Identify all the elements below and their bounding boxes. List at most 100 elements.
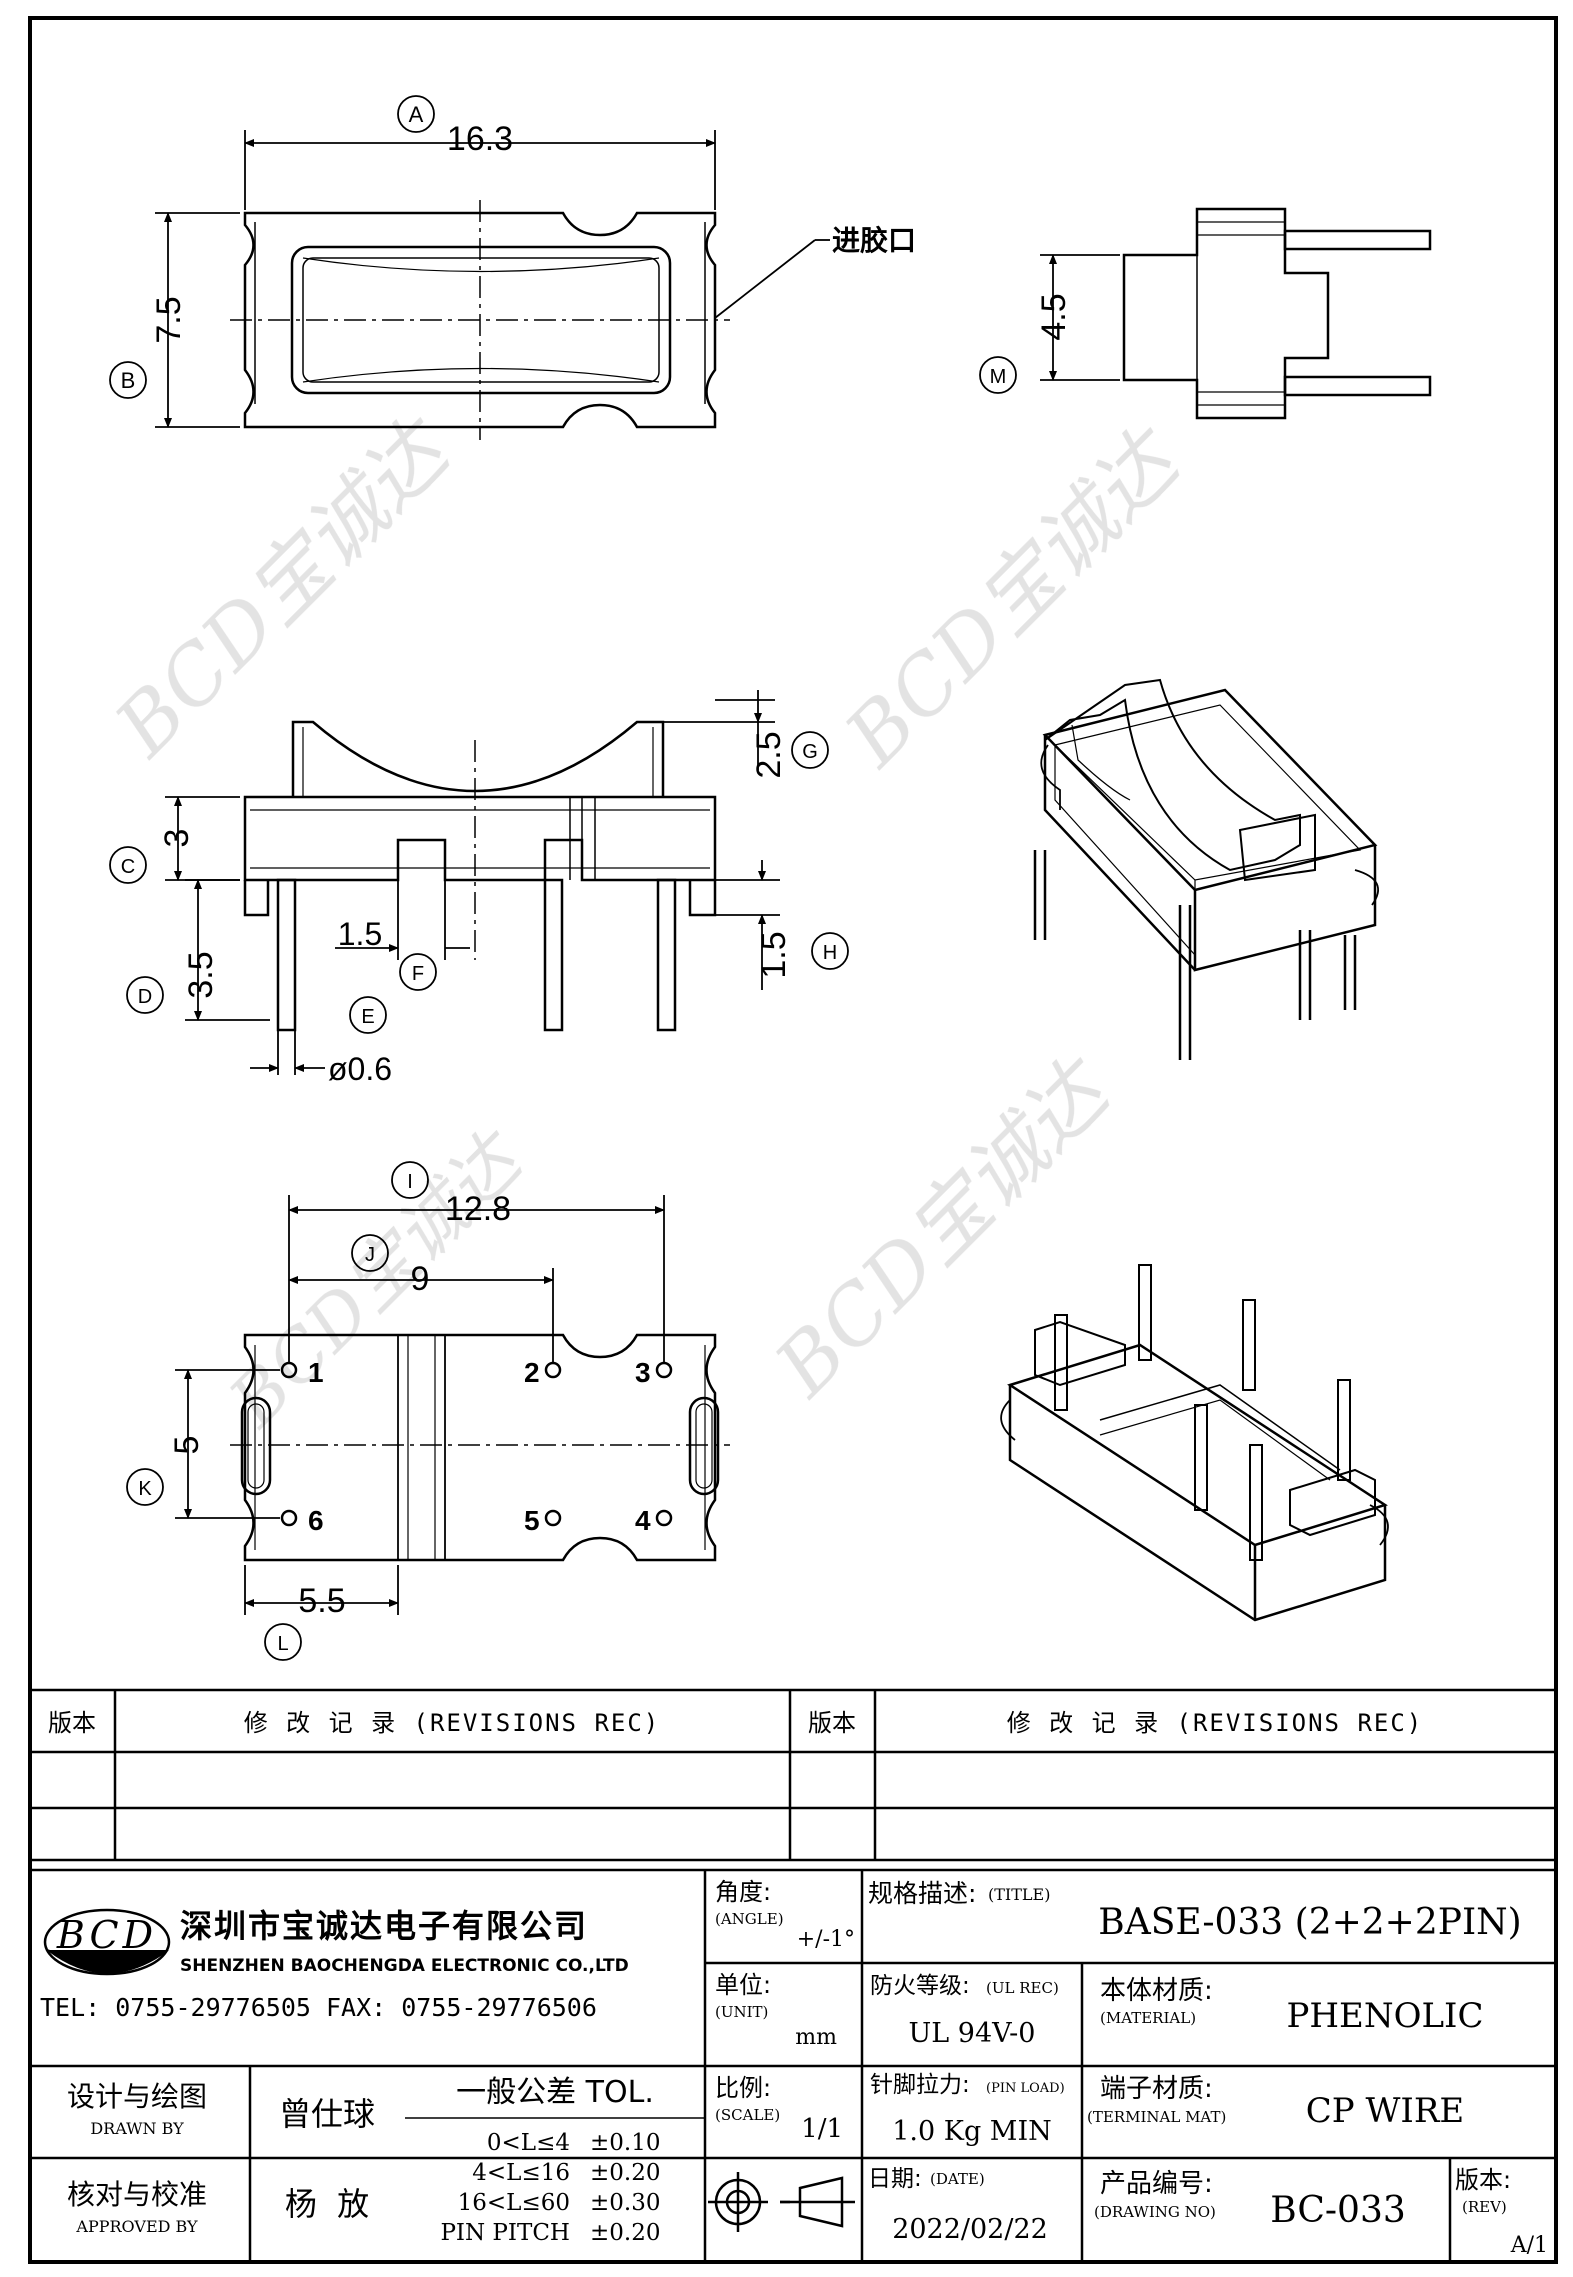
gate-leader <box>714 239 816 319</box>
pin-hole-3 <box>655 1361 673 1379</box>
pin-label-6: 6 <box>308 1505 324 1536</box>
title-label-en: (TITLE) <box>988 1885 1050 1904</box>
rev-rec-header-left: 修 改 记 录 (REVISIONS REC) <box>244 1709 661 1737</box>
unit-label: 单位: <box>715 1971 771 1999</box>
revision-table <box>28 1688 1558 1862</box>
svg-text:BCD宝诚达: BCD宝诚达 <box>826 410 1201 785</box>
approved-value: 杨 放 <box>285 2185 369 2223</box>
gate-note: 进胶口 <box>832 224 916 257</box>
dim-e-value: ø0.6 <box>328 1051 392 1087</box>
dim-c-value: 3 <box>158 829 196 848</box>
date-value: 2022/02/22 <box>892 2214 1048 2245</box>
pin-hole-4 <box>655 1509 673 1527</box>
pinload-value: 1.0 Kg MIN <box>892 2116 1052 2147</box>
bottom-view-slot-right <box>688 1396 720 1496</box>
drawn-label-en: DRAWN BY <box>90 2119 184 2138</box>
drawn-label: 设计与绘图 <box>67 2080 207 2113</box>
dim-b-letter: B <box>121 368 136 393</box>
dim-j-letter: J <box>365 1244 375 1266</box>
scale-label-en: (SCALE) <box>715 2106 780 2124</box>
top-view-outline <box>243 211 717 429</box>
rev-header-right: 版本 <box>808 1709 856 1737</box>
title-block-grid <box>28 1868 1558 2264</box>
angle-value: +/-1° <box>797 1927 855 1952</box>
svg-text:BCD宝诚达: BCD宝诚达 <box>756 1040 1131 1415</box>
date-label: 日期: <box>868 2166 922 2192</box>
terminal-label: 端子材质: <box>1100 2074 1213 2104</box>
tol-value-3: ±0.30 <box>590 2190 660 2216</box>
tol-range-4: PIN PITCH <box>440 2220 570 2246</box>
bottom-view-dimensions <box>126 1161 665 1661</box>
rev-label: 版本: <box>1455 2166 1511 2194</box>
date-label-en: (DATE) <box>930 2170 985 2188</box>
dim-m-value: 4.5 <box>1035 293 1073 340</box>
pin-label-4: 4 <box>635 1505 651 1536</box>
tol-value-4: ±0.20 <box>590 2220 660 2246</box>
dim-b-value: 7.5 <box>150 296 188 343</box>
drawing-label-en: (DRAWING NO) <box>1094 2203 1216 2221</box>
dim-a-value: 16.3 <box>447 120 513 158</box>
ul-label: 防火等级: <box>870 1973 970 1999</box>
drawn-value: 曾仕球 <box>279 2095 375 2133</box>
front-view-stub-right <box>688 880 717 917</box>
dim-c-letter: C <box>121 856 135 878</box>
bottom-view <box>230 1333 730 1562</box>
rev-value: A/1 <box>1510 2233 1548 2258</box>
front-view-dimensions <box>109 690 849 1075</box>
dim-k-letter: K <box>138 1478 152 1500</box>
side-view-pin-top <box>1283 229 1432 251</box>
ul-value: UL 94V-0 <box>909 2018 1036 2049</box>
unit-label-en: (UNIT) <box>715 2003 768 2021</box>
dim-m-letter: M <box>990 366 1007 388</box>
company-logo <box>43 1908 171 1976</box>
logo-text: BCD <box>56 1913 157 1957</box>
bottom-view-outline <box>243 1333 717 1562</box>
dim-d-letter: D <box>138 986 152 1008</box>
angle-label: 角度: <box>715 1878 771 1906</box>
dim-d-value: 3.5 <box>182 951 220 998</box>
dim-l-letter: L <box>277 1633 288 1655</box>
dim-a-letter: A <box>409 102 424 127</box>
company-name-en: SHENZHEN BAOCHENGDA ELECTRONIC CO.,LTD <box>180 1956 629 1976</box>
pinload-label: 针脚拉力: <box>870 2072 970 2098</box>
tol-value-2: ±0.20 <box>590 2160 660 2186</box>
front-view-stub-left <box>243 880 270 917</box>
tol-range-2: 4<L≤16 <box>472 2160 570 2186</box>
bottom-view-slot-left <box>240 1396 272 1496</box>
pin-hole-5 <box>544 1509 562 1527</box>
side-view <box>1122 207 1432 420</box>
pin-hole-2 <box>544 1361 562 1379</box>
scale-label: 比例: <box>715 2074 771 2102</box>
pin-label-3: 3 <box>635 1357 651 1388</box>
top-view-dimensions <box>109 95 830 428</box>
tol-range-3: 16<L≤60 <box>458 2190 570 2216</box>
rev-header-left: 版本 <box>48 1709 96 1737</box>
dim-e-letter: E <box>361 1006 374 1028</box>
dim-g-value: 2.5 <box>750 731 788 778</box>
side-view-dimensions <box>979 254 1120 394</box>
pin-hole-6 <box>280 1509 298 1527</box>
terminal-label-en: (TERMINAL MAT) <box>1087 2108 1226 2126</box>
angle-label-en: (ANGLE) <box>715 1910 784 1928</box>
drawing-label: 产品编号: <box>1100 2169 1213 2199</box>
front-view-pin-1 <box>276 878 297 1032</box>
ul-label-en: (UL REC) <box>986 1979 1059 1997</box>
side-view-body <box>1122 207 1330 420</box>
top-view-curve <box>302 257 660 383</box>
pin-label-2: 2 <box>524 1357 540 1388</box>
terminal-value: CP WIRE <box>1306 2091 1465 2131</box>
pinload-label-en: (PIN LOAD) <box>986 2081 1065 2096</box>
dim-h-value: 1.5 <box>755 931 793 978</box>
tol-value-1: ±0.10 <box>590 2130 660 2156</box>
material-label-en: (MATERIAL) <box>1100 2009 1196 2027</box>
pin-label-1: 1 <box>308 1357 324 1388</box>
iso-view-bottom <box>1000 1264 1389 1622</box>
tol-range-1: 0<L≤4 <box>487 2130 570 2156</box>
material-label: 本体材质: <box>1100 1976 1213 2006</box>
dim-h-letter: H <box>823 942 837 964</box>
dim-l-value: 5.5 <box>298 1582 345 1620</box>
company-name-cn: 深圳市宝诚达电子有限公司 <box>180 1907 588 1945</box>
iso-view-top <box>1033 678 1379 1060</box>
dim-i-value: 12.8 <box>445 1190 511 1228</box>
